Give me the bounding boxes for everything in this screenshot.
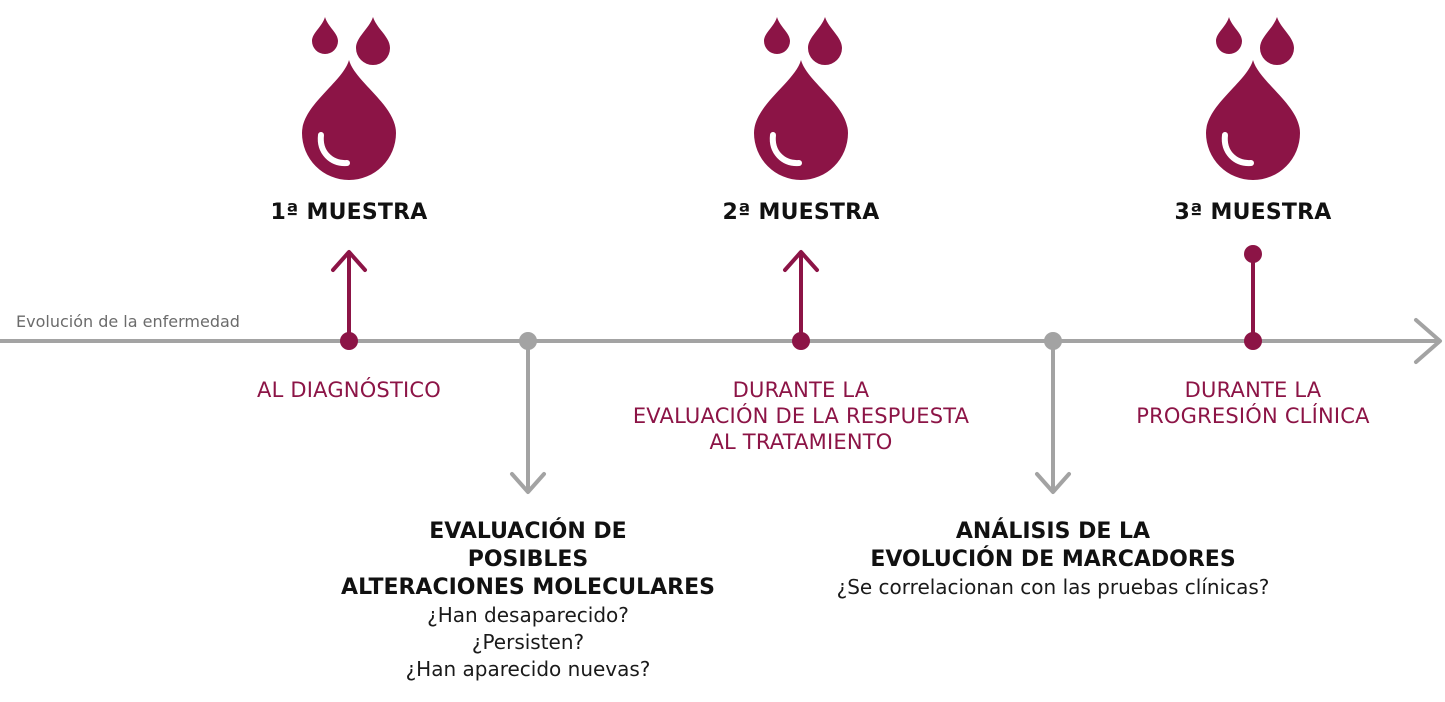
question-line: ¿Persisten?: [471, 630, 585, 654]
outcome-1-questions: ¿Han desaparecido? ¿Persisten? ¿Han apar…: [298, 602, 758, 683]
timeline-axis-arrowhead: [1414, 318, 1442, 364]
outcome-2-connector: [1035, 332, 1071, 494]
sample-3-moment: DURANTE LA PROGRESIÓN CLÍNICA: [1103, 377, 1403, 429]
outcome-2-heading: ANÁLISIS DE LA EVOLUCIÓN DE MARCADORES: [793, 518, 1313, 574]
outcome-1-connector: [510, 332, 546, 494]
moment-line: AL DIAGNÓSTICO: [257, 378, 441, 402]
down-arrow-icon: [510, 472, 546, 494]
sample-1-connector: [331, 250, 367, 350]
blood-drops-icon: [302, 17, 396, 180]
sample-2-moment: DURANTE LA EVALUACIÓN DE LA RESPUESTA AL…: [581, 377, 1021, 455]
sample-3-connector: [1244, 245, 1262, 350]
sample-1-title: 1ª MUESTRA: [270, 200, 428, 225]
up-arrow-icon: [783, 250, 819, 272]
moment-line: PROGRESIÓN CLÍNICA: [1136, 404, 1370, 428]
down-arrow-icon: [1035, 472, 1071, 494]
moment-line: AL TRATAMIENTO: [709, 430, 893, 454]
heading-line: ALTERACIONES MOLECULARES: [341, 575, 715, 600]
sample-1-moment: AL DIAGNÓSTICO: [199, 377, 499, 403]
moment-line: DURANTE LA: [732, 378, 870, 402]
moment-line: DURANTE LA: [1184, 378, 1322, 402]
outcome-2-block: ANÁLISIS DE LA EVOLUCIÓN DE MARCADORES ¿…: [793, 518, 1313, 601]
sample-2-connector: [783, 250, 819, 350]
heading-line: POSIBLES: [467, 547, 589, 572]
outcome-2-questions: ¿Se correlacionan con las pruebas clínic…: [793, 574, 1313, 601]
axis-label: Evolución de la enfermedad: [16, 312, 240, 331]
question-line: ¿Han aparecido nuevas?: [405, 657, 651, 681]
sample-2-title: 2ª MUESTRA: [722, 200, 880, 225]
question-line: ¿Han desaparecido?: [427, 603, 629, 627]
moment-line: EVALUACIÓN DE LA RESPUESTA: [632, 404, 970, 428]
blood-drops-icon: [1206, 17, 1300, 180]
heading-line: EVOLUCIÓN DE MARCADORES: [870, 547, 1236, 572]
outcome-1-heading: EVALUACIÓN DE POSIBLES ALTERACIONES MOLE…: [298, 518, 758, 602]
sample-3-title: 3ª MUESTRA: [1174, 200, 1332, 225]
blood-drops-icon: [754, 17, 848, 180]
outcome-1-block: EVALUACIÓN DE POSIBLES ALTERACIONES MOLE…: [298, 518, 758, 683]
heading-line: ANÁLISIS DE LA: [955, 519, 1151, 544]
question-line: ¿Se correlacionan con las pruebas clínic…: [836, 575, 1270, 599]
heading-line: EVALUACIÓN DE: [429, 519, 627, 544]
up-arrow-icon: [331, 250, 367, 272]
